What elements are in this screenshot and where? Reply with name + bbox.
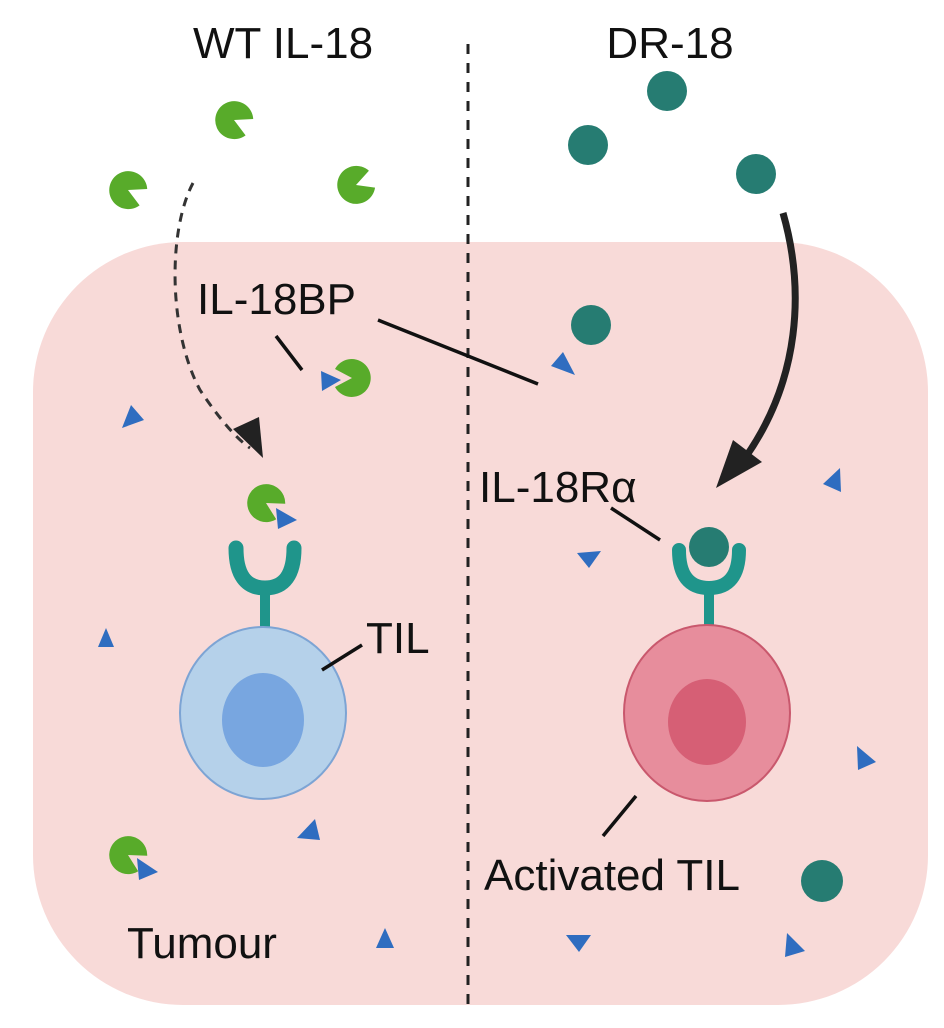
il18bp-triangle-icon: [122, 405, 144, 428]
dr18-molecule: [647, 71, 687, 111]
til-cell: [179, 540, 347, 800]
il18bp-triangle-icon: [857, 746, 876, 770]
il18bp-triangle-icon: [823, 468, 841, 492]
activated-til-label: Activated TIL: [484, 851, 740, 900]
il18bp-triangle-icon: [566, 935, 591, 952]
il18ra-label: IL-18Rα: [479, 463, 637, 512]
il18bp-triangle-icon: [551, 352, 575, 375]
left-heading: WT IL-18: [193, 19, 373, 68]
activated-til-cell-nucleus: [668, 679, 746, 765]
dr18-molecule: [568, 125, 608, 165]
wt-il18-bp-complex: [335, 359, 371, 397]
il18bp-triangle-icon: [98, 628, 114, 647]
il18bp-triangle-icon: [137, 858, 158, 880]
activated-til-leader-line: [601, 794, 638, 838]
il18bp-triangle-icon: [297, 819, 320, 840]
tumour-region: [33, 242, 928, 1005]
il18ra-label-main: IL-18R: [479, 463, 611, 512]
il18bp-triangle-icon: [785, 933, 805, 957]
il18bp-label: IL-18BP: [197, 275, 356, 324]
bound-dr18-molecule: [689, 527, 729, 567]
il18bp-triangle-icon: [577, 551, 601, 568]
activated-til-cell: [623, 527, 791, 802]
wt-il18-molecule: [109, 171, 148, 210]
til-cell-nucleus: [222, 673, 304, 767]
il18bp-triangle-icon: [276, 508, 297, 529]
dr18-molecule: [801, 860, 843, 902]
dashed-arrowhead-icon: [233, 417, 263, 458]
tumour-label: Tumour: [127, 919, 277, 968]
il18bp-triangle-icon: [376, 928, 394, 948]
solid-arrowhead-icon: [716, 440, 762, 488]
solid-arrow: [742, 212, 799, 461]
right-heading: DR-18: [606, 19, 733, 68]
il18bp-leader-line: [274, 334, 304, 372]
il18ra-label-suffix: α: [611, 463, 636, 512]
dr18-molecule: [736, 154, 776, 194]
il18bp-triangle-icon: [321, 371, 341, 391]
wt-il18-molecule: [215, 101, 254, 140]
wt-il18-bp-complex: [247, 484, 286, 523]
il18bp-leader-line: [377, 318, 539, 386]
til-label: TIL: [366, 614, 430, 663]
dr18-molecule: [571, 305, 611, 345]
wt-il18-molecule: [337, 165, 376, 204]
til-leader-line: [321, 643, 363, 672]
wt-il18-bp-complex: [109, 836, 148, 875]
il18ra-leader-line: [610, 506, 661, 542]
